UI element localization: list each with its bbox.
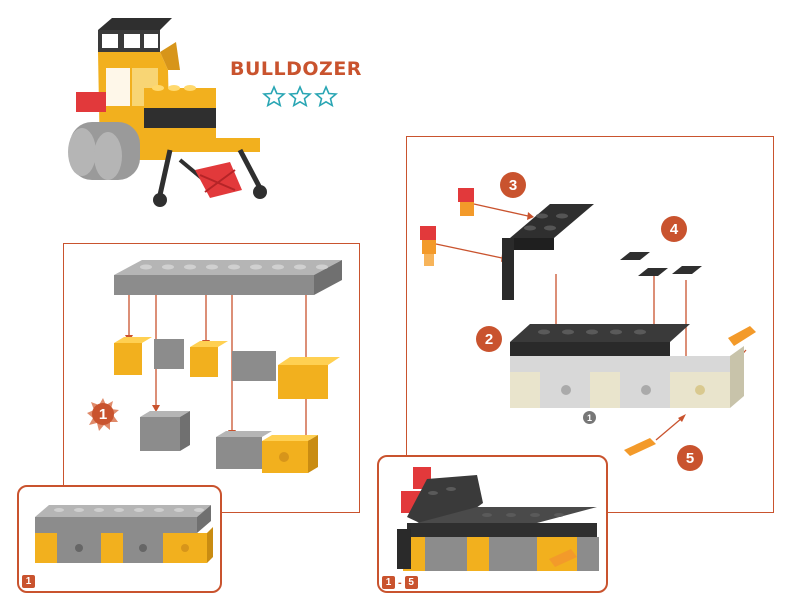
sub-step-number-2: 2 bbox=[476, 326, 502, 352]
step-2-result-assembly bbox=[397, 467, 599, 571]
step-1-result-assembly bbox=[35, 505, 213, 563]
step-range-start: 1 bbox=[22, 575, 35, 588]
star-outline-icon bbox=[261, 84, 287, 108]
model-title: BULLDOZER bbox=[230, 58, 362, 80]
step-1-callout-label: 1 bbox=[22, 575, 35, 588]
step-1-number: 1 bbox=[98, 405, 108, 423]
sub-step-number-3: 3 bbox=[500, 172, 526, 198]
step-2-diagram bbox=[420, 188, 756, 456]
step-2-callout-label: 1 - 5 bbox=[382, 576, 418, 589]
sub-step-number-5: 5 bbox=[677, 445, 703, 471]
difficulty-rating bbox=[261, 84, 342, 115]
step-range-end: 5 bbox=[404, 576, 418, 589]
star-outline-icon bbox=[287, 84, 313, 108]
bulldozer-model-illustration bbox=[68, 18, 267, 207]
step-range-start: 1 bbox=[382, 576, 395, 589]
step-range-separator: - bbox=[398, 576, 402, 589]
starburst-icon bbox=[87, 398, 119, 431]
step-2-result-callout: 1 - 5 bbox=[377, 455, 608, 593]
star-outline-icon bbox=[313, 84, 339, 108]
sub-step-number-4: 4 bbox=[661, 216, 687, 242]
reference-step-1-marker: 1 bbox=[583, 411, 596, 424]
step-1-number-badge: 1 bbox=[86, 397, 120, 431]
step-1-result-callout: 1 bbox=[17, 485, 222, 593]
step-1-diagram bbox=[114, 260, 342, 473]
